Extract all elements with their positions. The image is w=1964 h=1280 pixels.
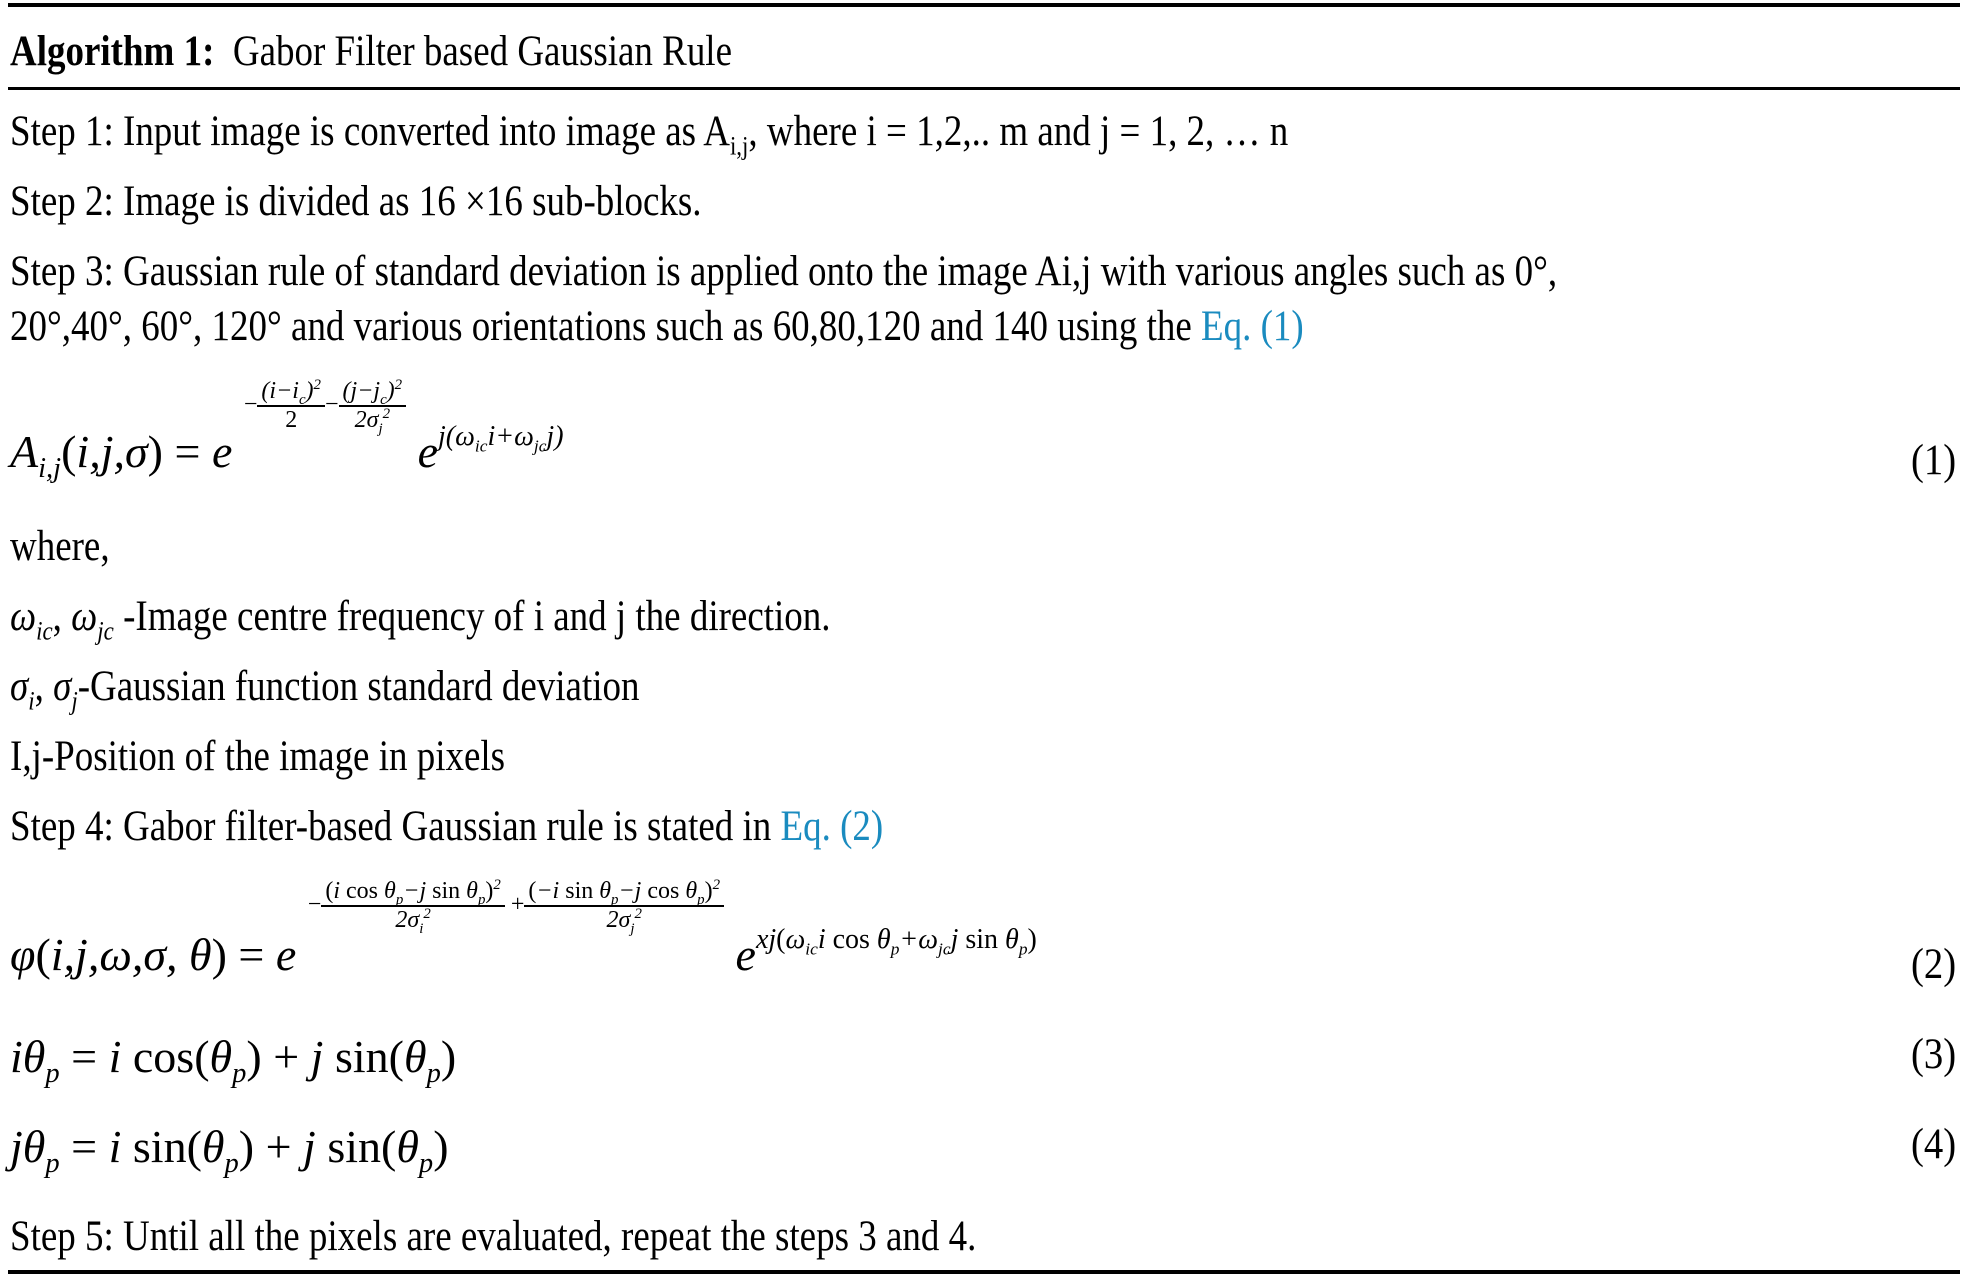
step-1-text: Step 1: Input image is converted into im…: [10, 108, 730, 155]
eq-2-link[interactable]: Eq. (2): [780, 803, 884, 850]
header-rule: [8, 87, 1960, 90]
bottom-rule: [8, 1270, 1960, 1274]
algorithm-name: Gabor Filter based Gaussian Rule: [232, 28, 732, 75]
definition-position: I,j-Position of the image in pixels: [10, 733, 506, 780]
algorithm-label: Algorithm 1:: [10, 28, 215, 75]
eq-1-link[interactable]: Eq. (1): [1201, 303, 1304, 350]
definition-sigma: σi, σj-Gaussian function standard deviat…: [10, 663, 640, 716]
algorithm-title: Algorithm 1: Gabor Filter based Gaussian…: [10, 30, 732, 73]
step-3-line-1: Step 3: Gaussian rule of standard deviat…: [10, 248, 1558, 295]
step-4: Step 4: Gabor filter-based Gaussian rule…: [10, 805, 883, 848]
step-5: Step 5: Until all the pixels are evaluat…: [10, 1213, 977, 1260]
step-1-subscript: i,j: [729, 130, 749, 161]
step-1: Step 1: Input image is converted into im…: [10, 108, 1289, 159]
equation-3-number: (3): [1910, 1031, 1956, 1078]
equation-1-number: (1): [1910, 437, 1956, 484]
equation-3: iθp = i cos(θp) + j sin(θp): [10, 1031, 457, 1090]
sigma-definition: -Gaussian function standard deviation: [77, 663, 640, 710]
step-4-text: Step 4: Gabor filter-based Gaussian rule…: [10, 803, 781, 850]
step-1-suffix: , where i = 1,2,.. m and j = 1, 2, … n: [748, 108, 1289, 155]
sigma-symbol: σi, σj: [10, 663, 78, 716]
omega-symbol: ωic, ωjc: [10, 593, 114, 646]
step-2: Step 2: Image is divided as 16 ×16 sub-b…: [10, 178, 702, 225]
equation-4-number: (4): [1910, 1121, 1956, 1168]
step-3-line-2: 20°,40°, 60°, 120° and various orientati…: [10, 305, 1304, 348]
step-3-text: 20°,40°, 60°, 120° and various orientati…: [10, 303, 1202, 350]
omega-definition: -Image centre frequency of i and j the d…: [113, 593, 831, 640]
definition-omega: ωic, ωjc -Image centre frequency of i an…: [10, 593, 831, 646]
top-rule: [8, 3, 1960, 7]
equation-2-number: (2): [1910, 941, 1956, 988]
equation-4: jθp = i sin(θp) + j sin(θp): [10, 1121, 449, 1180]
where-label: where,: [10, 523, 110, 570]
